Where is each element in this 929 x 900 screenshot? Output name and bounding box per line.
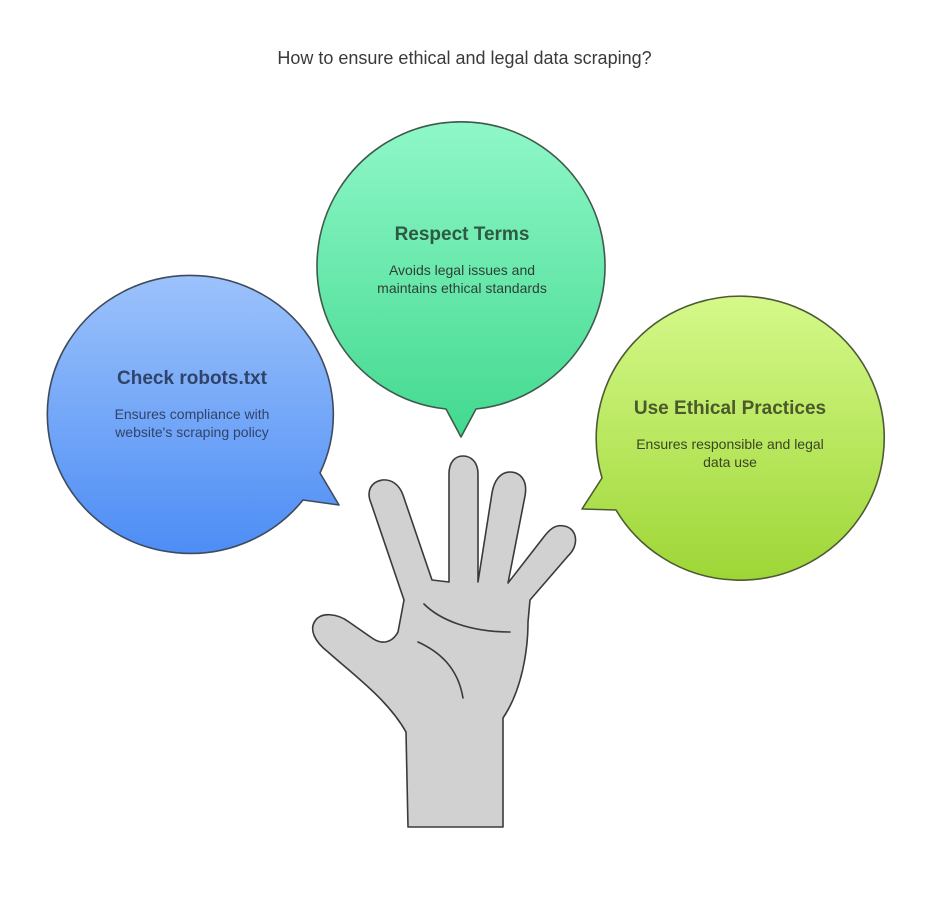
bubble-check-robots-title: Check robots.txt [117,368,267,389]
bubble-respect-terms [316,120,606,438]
bubble-use-ethical-practices-text: Use Ethical Practices Ensures responsibl… [630,396,830,471]
palm-line-lower [417,641,464,699]
bubble-check-robots-description: Ensures compliance with website's scrapi… [114,406,270,440]
diagram-title: How to ensure ethical and legal data scr… [277,48,652,68]
palm-line-upper [423,603,511,633]
bubble-respect-terms-title: Respect Terms [394,224,530,245]
bubble-respect-terms-text: Respect Terms Avoids legal issues and ma… [362,222,562,297]
bubble-use-ethical-practices [581,295,885,581]
bubble-check-robots-text: Check robots.txt Ensures compliance with… [92,366,292,441]
bubble-use-ethical-practices-description: Ensures responsible and legal data use [636,436,824,470]
bubble-use-ethical-practices-title: Use Ethical Practices [633,398,827,419]
open-hand-icon [311,455,577,828]
bubble-respect-terms-description: Avoids legal issues and maintains ethica… [377,262,547,296]
bubble-check-robots [46,274,340,555]
